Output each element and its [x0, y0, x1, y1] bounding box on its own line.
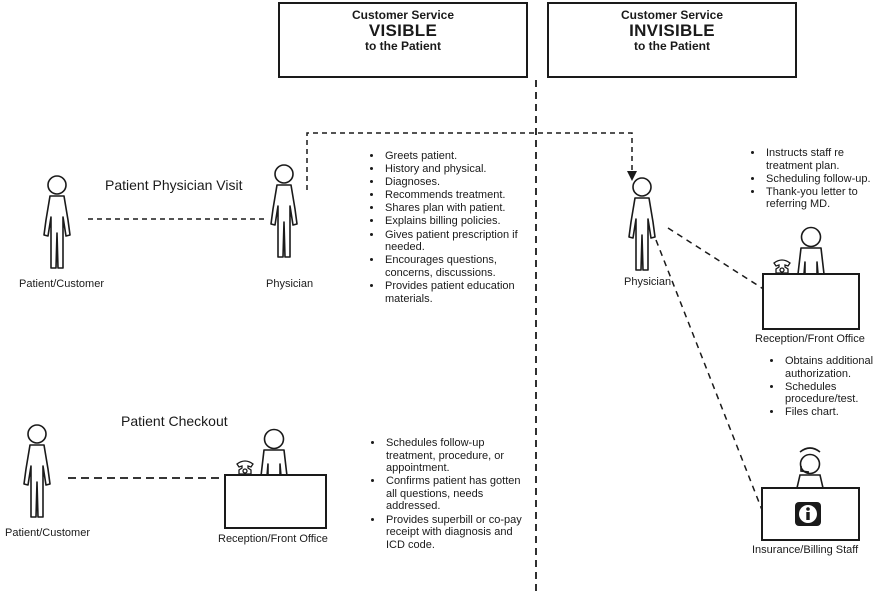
list-item: Provides patient education materials.: [383, 280, 533, 305]
list-item: Obtains additional authorization.: [783, 355, 887, 380]
checkout-reception-desk: [224, 474, 327, 529]
invisible-header-line1: Customer Service: [620, 8, 724, 22]
backoffice-physician-figure: [628, 177, 656, 271]
handoff-arrowhead: [627, 171, 637, 181]
backoffice-reception-desk: [762, 273, 860, 330]
list-item: Schedules procedure/test.: [783, 381, 887, 406]
invisible-header-line2: INVISIBLE: [629, 21, 715, 40]
list-item: Gives patient prescription if needed.: [383, 229, 533, 254]
visit-patient-figure: [43, 175, 71, 269]
list-item: Provides superbill or co-pay receipt wit…: [384, 514, 529, 552]
invisible-header-line3: to the Patient: [633, 39, 710, 53]
list-item: Confirms patient has gotten all question…: [384, 475, 529, 513]
list-item: Shares plan with patient.: [383, 202, 533, 215]
backoffice-phone-icon: [773, 259, 791, 274]
list-item: Files chart.: [783, 406, 887, 419]
list-item: Instructs staff re treatment plan.: [764, 147, 887, 172]
backoffice-reception-label: Reception/Front Office: [755, 333, 865, 345]
billing-staff-label: Insurance/Billing Staff: [752, 544, 859, 556]
backoffice-physician-task-list: Instructs staff re treatment plan. Sched…: [746, 147, 887, 211]
physician-handoff-connector: [306, 132, 633, 190]
visit-physician-figure: [270, 164, 298, 258]
checkout-heading: Patient Checkout: [121, 413, 228, 429]
visible-header-line1: Customer Service: [351, 8, 455, 22]
visit-physician-label: Physician: [266, 278, 314, 290]
checkout-reception-person: [260, 428, 288, 477]
list-item: Schedules follow-up treatment, procedure…: [384, 437, 529, 475]
list-item: History and physical.: [383, 163, 533, 176]
visit-task-list: Greets patient. History and physical. Di…: [365, 150, 533, 306]
backoffice-physician-label: Physician: [624, 276, 672, 288]
backoffice-reception-task-list: Obtains additional authorization. Schedu…: [765, 355, 887, 419]
list-item: Thank-you letter to referring MD.: [764, 186, 887, 211]
info-icon: [795, 502, 821, 526]
backoffice-reception-person: [797, 226, 825, 275]
list-item: Diagnoses.: [383, 176, 533, 189]
billing-staff-figure: [795, 447, 825, 489]
checkout-phone-icon: [236, 460, 254, 475]
physician-to-billing-connector: [655, 239, 765, 516]
visible-header-box: Customer Service VISIBLE to the Patient: [278, 2, 528, 78]
physician-to-reception-connector: [667, 227, 766, 291]
list-item: Recommends treatment.: [383, 189, 533, 202]
list-item: Greets patient.: [383, 150, 533, 163]
checkout-patient-label: Patient/Customer: [5, 527, 90, 539]
visit-patient-label: Patient/Customer: [19, 278, 104, 290]
checkout-patient-figure: [23, 424, 51, 518]
list-item: Scheduling follow-up.: [764, 173, 887, 186]
visible-header-line3: to the Patient: [364, 39, 441, 53]
checkout-reception-label: Reception/Front Office: [218, 533, 328, 545]
visit-heading: Patient Physician Visit: [105, 177, 243, 193]
visible-header-line2: VISIBLE: [368, 21, 438, 40]
list-item: Encourages questions, concerns, discussi…: [383, 254, 533, 279]
checkout-task-list: Schedules follow-up treatment, procedure…: [366, 437, 529, 552]
invisible-header-box: Customer Service INVISIBLE to the Patien…: [547, 2, 797, 78]
list-item: Explains billing policies.: [383, 215, 533, 228]
